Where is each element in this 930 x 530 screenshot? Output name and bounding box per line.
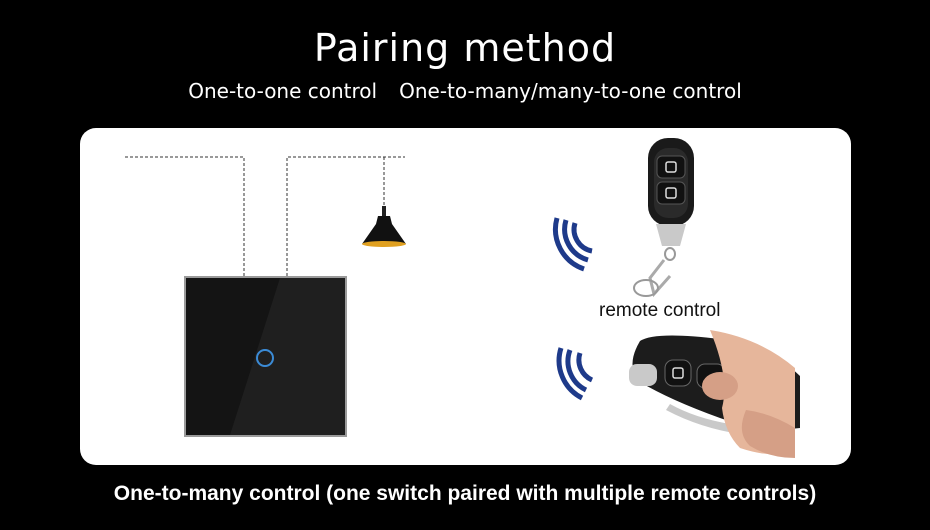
mode-one-to-many: One-to-many/many-to-one control <box>399 79 742 103</box>
diagram-panel: remote control <box>80 128 851 465</box>
wiring <box>125 156 405 276</box>
control-modes: One-to-one control One-to-many/many-to-on… <box>0 79 930 103</box>
caption: One-to-many control (one switch paired w… <box>113 482 817 505</box>
pendant-lamp-icon <box>362 206 406 247</box>
key-fob-icon <box>633 138 694 298</box>
wireless-signal-icon <box>552 217 593 272</box>
wall-switch-icon <box>184 276 347 437</box>
remote-control-label: remote control <box>599 300 721 321</box>
wireless-signal-icon-2 <box>556 347 594 401</box>
page-title: Pairing method <box>313 26 617 70</box>
diagram-illustration <box>125 138 800 458</box>
mode-one-to-one: One-to-one control <box>188 79 378 103</box>
switch-indicator-icon <box>256 349 274 367</box>
hand-held-remote-icon <box>629 330 800 458</box>
